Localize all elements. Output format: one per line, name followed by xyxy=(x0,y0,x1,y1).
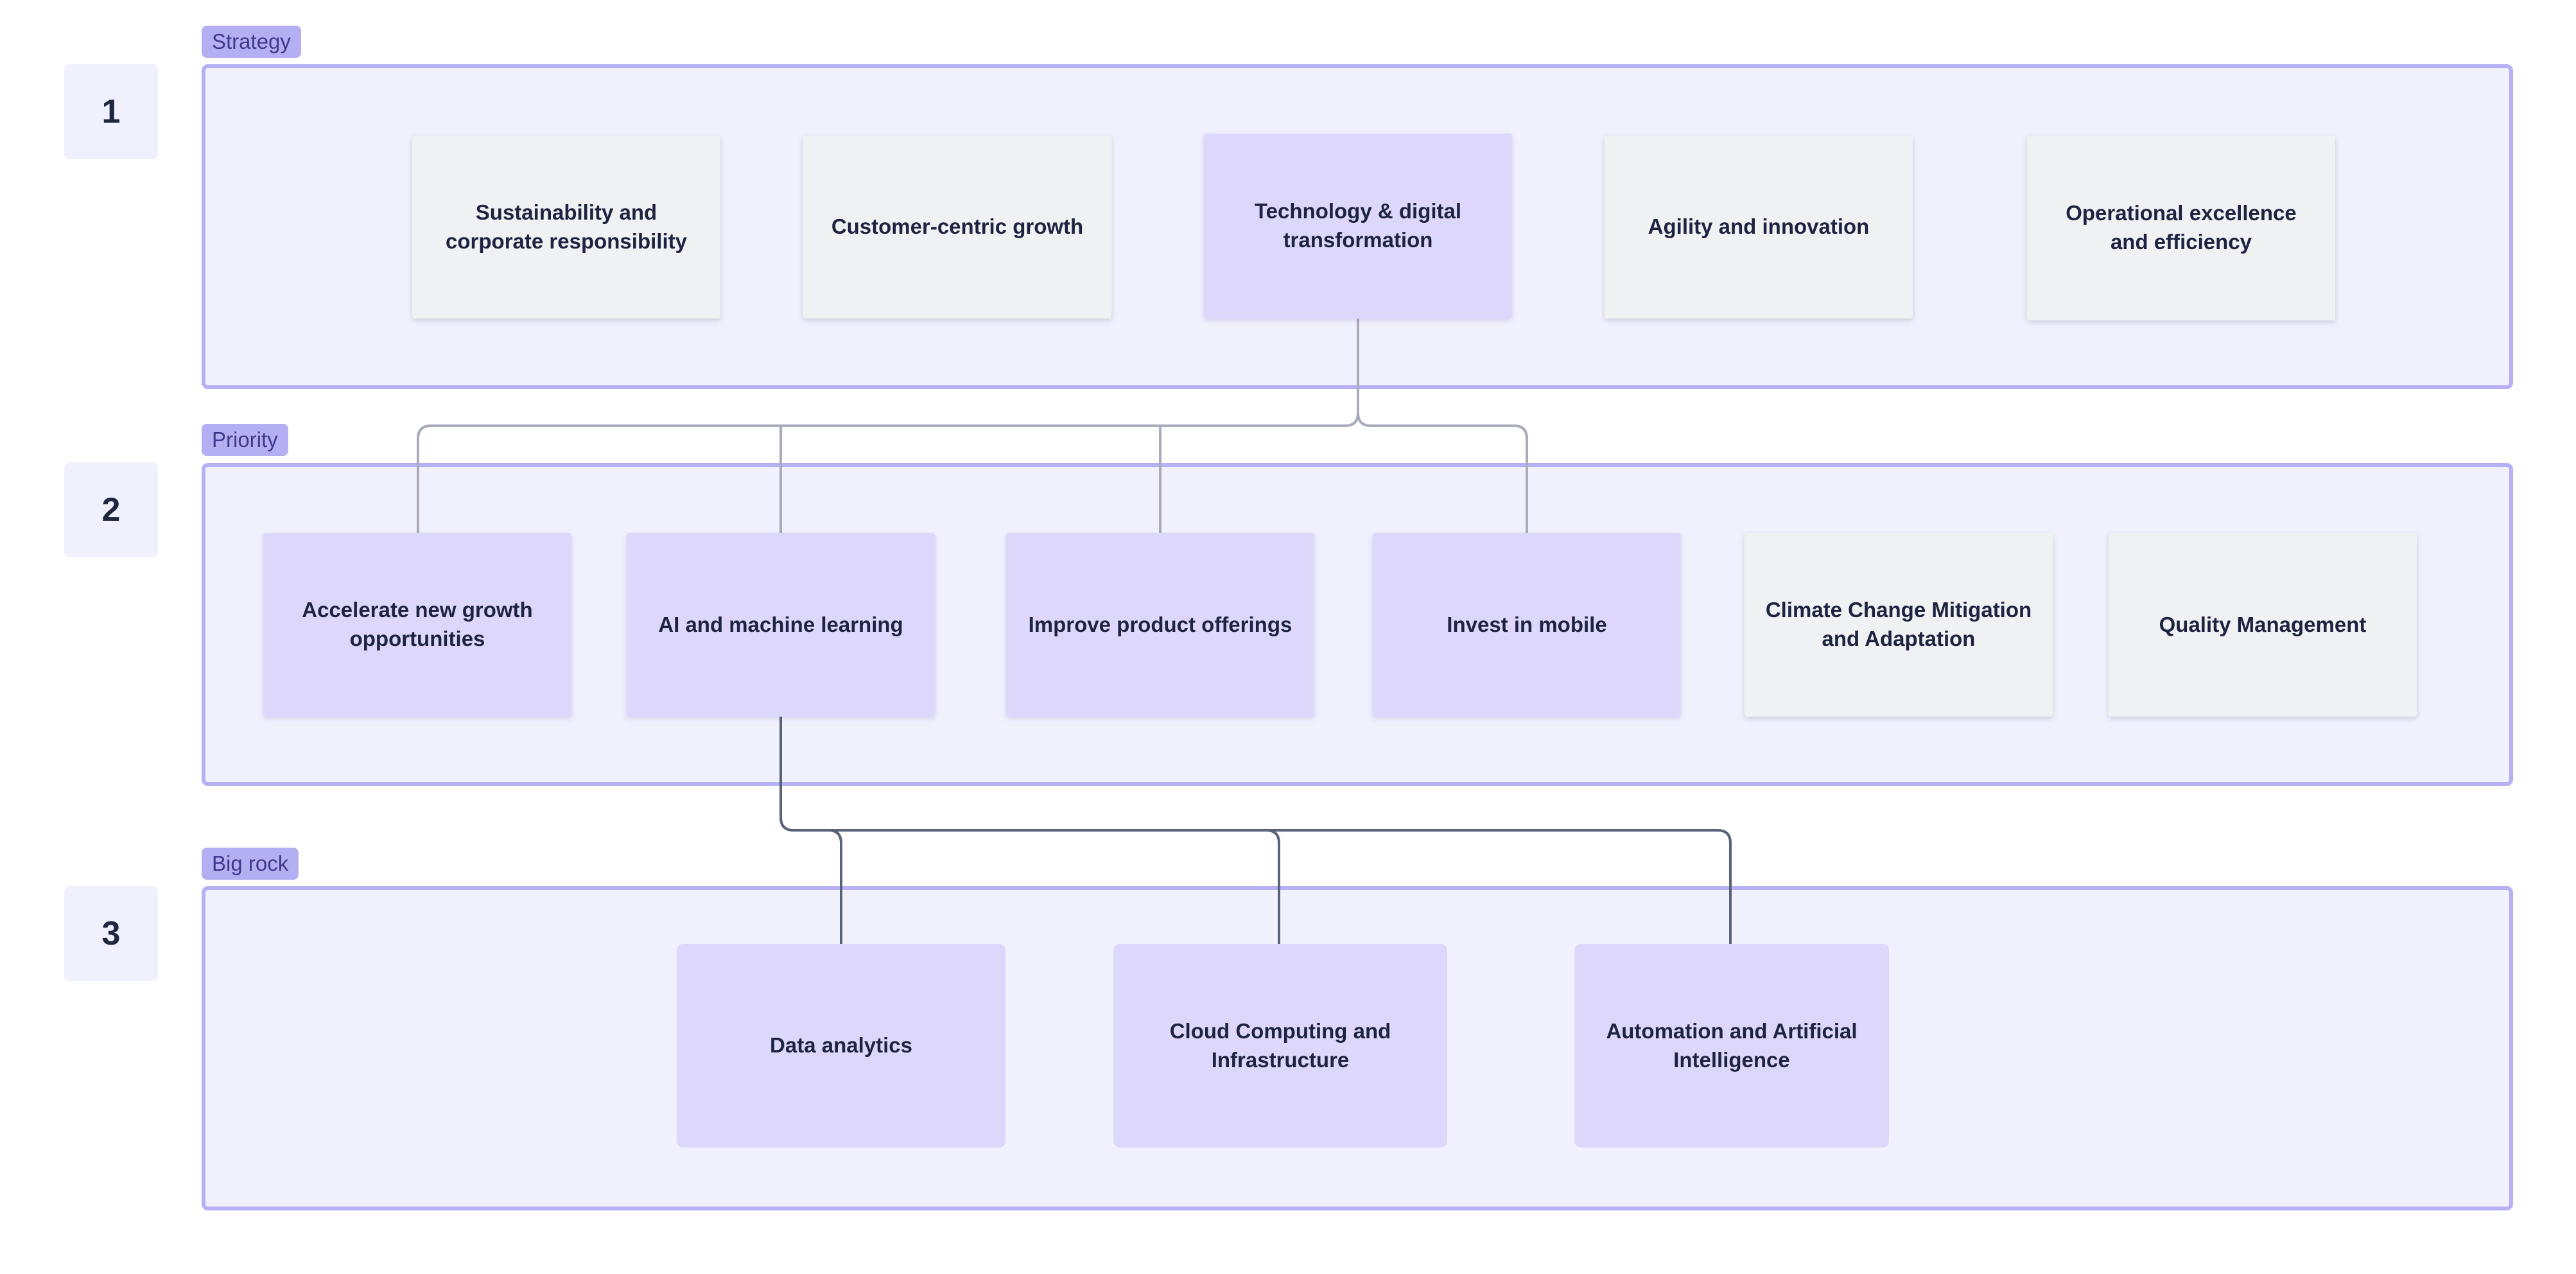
level-number-1: 1 xyxy=(64,64,158,159)
big-rock-card-automation[interactable]: Automation and Artificial Intelligence xyxy=(1574,944,1889,1147)
strategy-card-technology[interactable]: Technology & digital transformation xyxy=(1204,134,1512,318)
strategy-card-sustainability[interactable]: Sustainability and corporate responsibil… xyxy=(412,135,720,318)
priority-card-mobile[interactable]: Invest in mobile xyxy=(1373,533,1681,717)
big-rock-card-data-analytics[interactable]: Data analytics xyxy=(677,944,1005,1147)
level-number-3: 3 xyxy=(64,886,158,981)
priority-card-ai-ml[interactable]: AI and machine learning xyxy=(627,533,935,717)
strategy-card-agility[interactable]: Agility and innovation xyxy=(1605,135,1913,318)
strategy-card-operational[interactable]: Operational excellence and efficiency xyxy=(2027,135,2335,320)
big-rock-tag[interactable]: Big rock xyxy=(202,848,299,880)
priority-card-quality[interactable]: Quality Management xyxy=(2109,533,2417,717)
priority-card-climate[interactable]: Climate Change Mitigation and Adaptation xyxy=(1745,533,2053,717)
strategy-tag[interactable]: Strategy xyxy=(202,26,301,58)
priority-tag[interactable]: Priority xyxy=(202,424,288,456)
priority-card-product-offerings[interactable]: Improve product offerings xyxy=(1006,533,1314,717)
big-rock-card-cloud[interactable]: Cloud Computing and Infrastructure xyxy=(1113,944,1447,1147)
level-number-2: 2 xyxy=(64,462,158,557)
priority-card-accelerate[interactable]: Accelerate new growth opportunities xyxy=(263,533,571,717)
strategy-card-customer-growth[interactable]: Customer-centric growth xyxy=(803,135,1111,318)
